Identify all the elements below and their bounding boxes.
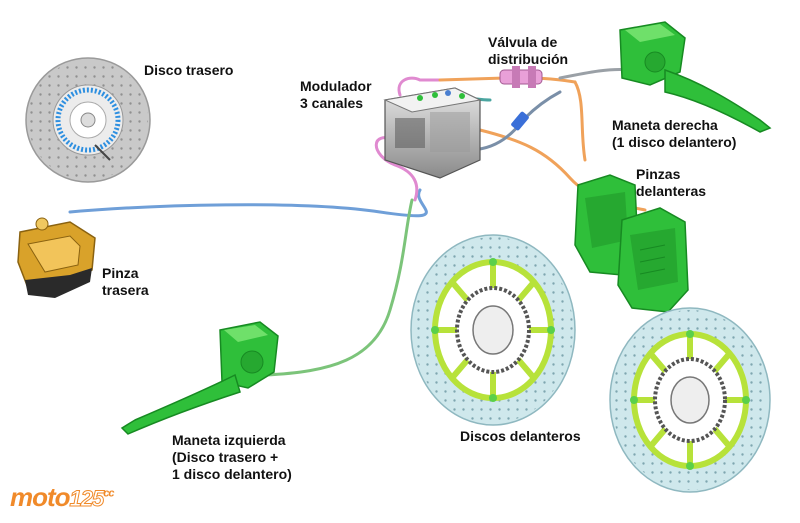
rear-brake-line — [68, 188, 428, 218]
rear-disc — [25, 57, 151, 183]
right-lever-line — [558, 68, 632, 80]
right-lever — [619, 21, 772, 133]
front-calipers-label: Pinzas delanteras — [636, 166, 707, 199]
modulator-label: Modulador 3 canales — [300, 78, 372, 111]
modulator-pink-line — [374, 136, 419, 202]
front-disc-2 — [609, 307, 771, 493]
rear-disc-label: Disco trasero — [144, 62, 234, 78]
left-lever-label: Maneta izquierda (Disco trasero + 1 disc… — [172, 432, 292, 482]
front-disc-1 — [410, 234, 576, 426]
valve-label: Válvula de distribución — [488, 34, 569, 67]
moto125-logo: moto125cc — [10, 482, 115, 513]
front-discs-label: Discos delanteros — [460, 428, 581, 444]
rear-caliper-label: Pinza trasera — [102, 265, 149, 298]
left-lever — [120, 321, 279, 435]
distribution-valve — [499, 66, 543, 131]
logo-word: moto — [10, 482, 71, 512]
right-lever-label: Maneta derecha (1 disco delantero) — [612, 117, 737, 150]
logo-number: 125 — [69, 486, 105, 512]
abs-modulator — [383, 87, 482, 179]
rear-caliper — [17, 217, 96, 298]
left-lever-line — [263, 198, 414, 377]
front-calipers — [574, 174, 689, 313]
logo-suffix: cc — [103, 487, 114, 500]
